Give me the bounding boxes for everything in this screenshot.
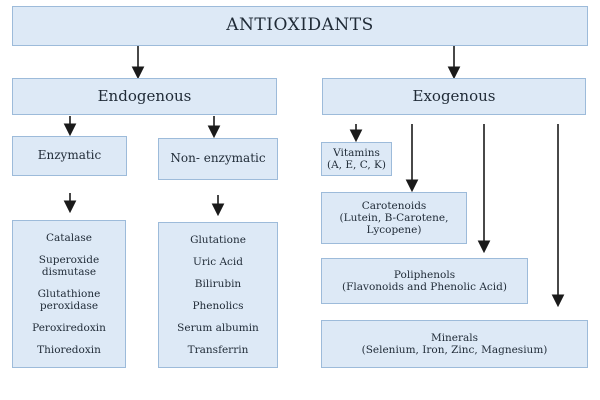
non-enzymatic-label: Non- enzymatic (170, 151, 266, 166)
carotenoids-box: Carotenoids (Lutein, B-Carotene, Lycopen… (321, 192, 467, 244)
exogenous-box: Exogenous (322, 78, 586, 115)
antioxidants-box: ANTIOXIDANTS (12, 6, 588, 46)
carotenoids-detail: (Lutein, B-Carotene, (339, 211, 449, 224)
vitamins-title: Vitamins (333, 146, 380, 159)
enzymatic-list: Catalase Superoxide dismutase Glutathion… (12, 220, 126, 368)
list-item: Superoxide dismutase (38, 253, 100, 278)
carotenoids-title: Carotenoids (361, 199, 427, 212)
vitamins-detail: (A, E, C, K) (327, 159, 386, 171)
list-item: Peroxiredoxin (32, 321, 106, 334)
list-item: Glutatione (190, 233, 246, 246)
enzymatic-label: Enzymatic (37, 148, 102, 163)
non-enzymatic-list: Glutatione Uric Acid Bilirubin Phenolics… (158, 222, 278, 368)
endogenous-box: Endogenous (12, 78, 277, 115)
minerals-detail: (Selenium, Iron, Zinc, Magnesium) (361, 344, 548, 356)
non-enzymatic-box: Non- enzymatic (158, 138, 278, 180)
poliphenols-box: Poliphenols (Flavonoids and Phenolic Aci… (321, 258, 528, 304)
minerals-box: Minerals (Selenium, Iron, Zinc, Magnesiu… (321, 320, 588, 368)
list-item: Transferrin (187, 343, 249, 356)
vitamins-box: Vitamins (A, E, C, K) (321, 142, 392, 176)
list-item: Thioredoxin (37, 343, 101, 356)
list-item: Serum albumin (177, 321, 259, 334)
list-item: Uric Acid (193, 255, 243, 268)
carotenoids-detail-2: Lycopene) (366, 224, 422, 237)
list-item: Catalase (46, 231, 92, 244)
poliphenols-detail: (Flavonoids and Phenolic Acid) (342, 281, 507, 293)
poliphenols-title: Poliphenols (393, 268, 456, 281)
antioxidants-title: ANTIOXIDANTS (226, 15, 374, 36)
enzymatic-box: Enzymatic (12, 136, 127, 176)
exogenous-label: Exogenous (412, 86, 496, 105)
endogenous-label: Endogenous (97, 86, 192, 105)
list-item: Bilirubin (194, 277, 242, 290)
minerals-title: Minerals (430, 331, 479, 344)
list-item: Glutathione peroxidase (37, 287, 101, 313)
list-item: Phenolics (192, 299, 244, 312)
